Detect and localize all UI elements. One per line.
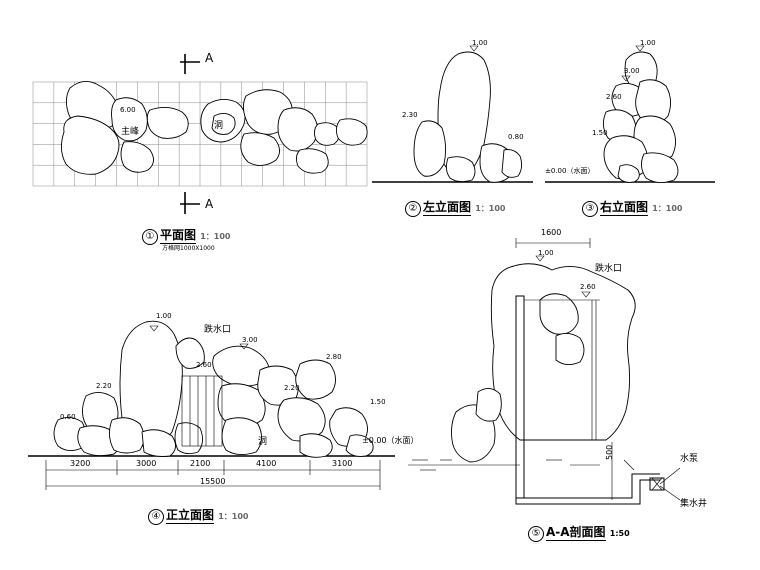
front-elev-dim-2: 3000	[136, 459, 157, 468]
left-elev-rocks	[413, 51, 523, 183]
front-elev-elevation-280: 2.80	[326, 353, 342, 361]
plan-rocks	[61, 81, 368, 175]
left-elev-top-elevation: 1.00	[472, 39, 488, 47]
section-elevation-260: 2.60	[580, 283, 596, 291]
front-elev-title-text: 正立面图	[166, 508, 215, 524]
right-elev-elevation-260: 2.60	[606, 93, 622, 101]
front-elev-elevation-220-right: 2.20	[284, 384, 300, 392]
front-elev-cave-label: 洞	[258, 437, 268, 447]
plan-grid-note: 方格网1000X1000	[162, 245, 215, 252]
front-elev-total-dim: 15500	[200, 477, 226, 486]
left-elev-right-elevation: 0.80	[508, 133, 524, 141]
section-collect-well-label: 集水井	[680, 499, 708, 509]
plan-scale: 1：100	[200, 232, 231, 241]
front-elev-rocks	[53, 320, 374, 458]
section-pump-label: 水泵	[680, 454, 699, 464]
right-elev-elevation-3: 3.00	[624, 67, 640, 75]
plan-elevation-label: 6.00	[120, 106, 136, 114]
section-outlet-label: 跌水口	[595, 264, 623, 274]
front-elev-title-number: ④	[148, 509, 164, 525]
left-elev-scale: 1：100	[475, 204, 506, 213]
left-elev-title-text: 左立面图	[423, 200, 472, 216]
right-elev-title-number: ③	[582, 201, 598, 217]
plan-main-peak-label: 主峰	[121, 127, 140, 137]
front-elev-scale: 1：100	[218, 512, 249, 521]
plan-title-number: ①	[142, 229, 158, 245]
plan-section-marks	[180, 54, 200, 214]
plan-title-text: 平面图	[160, 228, 197, 244]
front-elev-dim-3: 2100	[190, 459, 211, 468]
front-elev-elevation-220-left: 2.20	[96, 382, 112, 390]
section-top-elevation: 1.00	[538, 249, 554, 257]
right-elev-top-elevation: 1.00	[640, 39, 656, 47]
front-elev-dim-5: 3100	[332, 459, 353, 468]
section-title-number: ⑤	[528, 526, 544, 542]
front-elev-elevation-060: 0.60	[60, 413, 76, 421]
front-elev-dim-1: 3200	[70, 459, 91, 468]
plan-section-marker-top: A	[205, 51, 214, 65]
right-elev-water-level: ±0.00（水面）	[545, 167, 595, 175]
front-elev-elevation-150: 1.50	[370, 398, 386, 406]
left-elev-title-number: ②	[405, 201, 421, 217]
section-structure	[408, 238, 681, 505]
front-elev-elevation-260: 2.60	[196, 361, 212, 369]
elevation-markers	[149, 45, 645, 350]
front-elev-water-level: ±0.00（水面）	[362, 436, 419, 445]
front-elev-outlet-label: 跌水口	[204, 325, 232, 335]
right-elev-title-text: 右立面图	[600, 200, 649, 216]
front-elev-dim-4: 4100	[256, 459, 277, 468]
plan-section-marker-bottom: A	[205, 197, 214, 211]
right-elev-scale: 1：100	[652, 204, 683, 213]
front-elev-top-elevation: 1.00	[156, 312, 172, 320]
left-elev-left-elevation: 2.30	[402, 111, 418, 119]
front-elev-elevation-300: 3.00	[242, 336, 258, 344]
section-width-dim: 1600	[541, 228, 562, 237]
section-scale: 1:50	[609, 529, 630, 538]
front-elev-dimension-line	[45, 460, 381, 490]
right-elev-elevation-150: 1.50	[592, 129, 608, 137]
plan-cave-label: 洞	[214, 121, 224, 131]
section-depth-dim: 500	[605, 444, 614, 460]
section-title-text: A-A剖面图	[546, 525, 606, 541]
right-elev-rocks	[603, 51, 679, 183]
